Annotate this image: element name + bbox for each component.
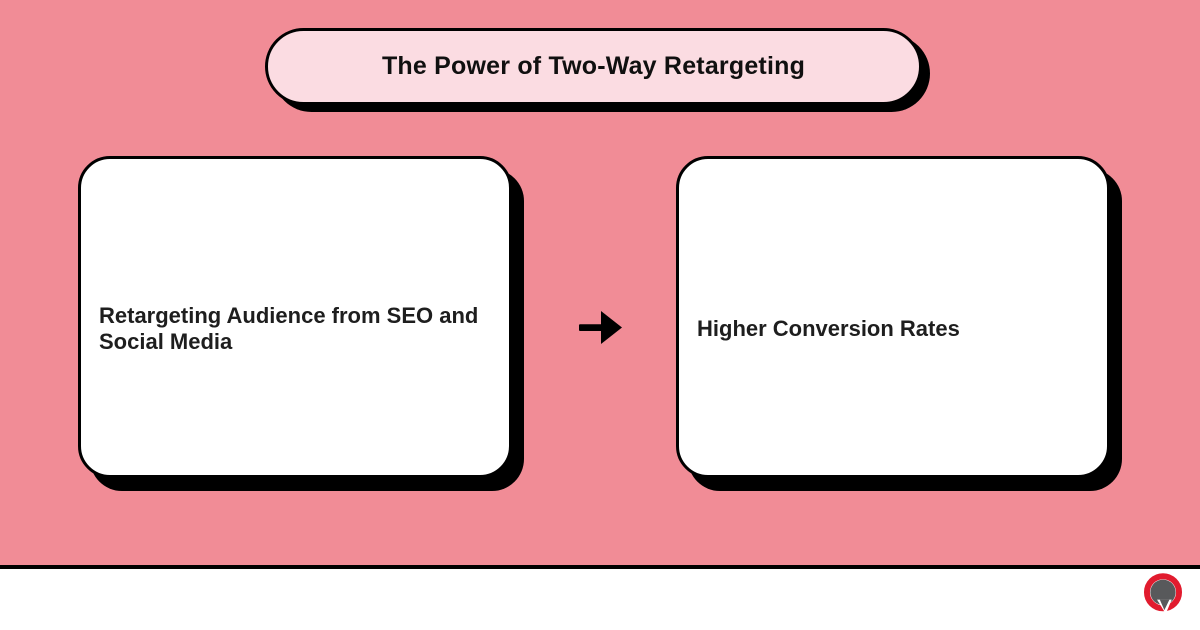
title-banner-label: The Power of Two-Way Retargeting [381, 52, 806, 80]
source-card: Retargeting Audience from SEO and Social… [78, 156, 512, 478]
arrow-right-icon [577, 309, 623, 346]
result-card-label: Higher Conversion Rates [697, 315, 960, 341]
footer-bar [0, 565, 1200, 630]
result-card: Higher Conversion Rates [676, 156, 1110, 478]
piktochart-logo-icon [1141, 572, 1185, 618]
source-card-label: Retargeting Audience from SEO and Social… [99, 302, 479, 354]
title-banner: The Power of Two-Way Retargeting [265, 28, 922, 105]
